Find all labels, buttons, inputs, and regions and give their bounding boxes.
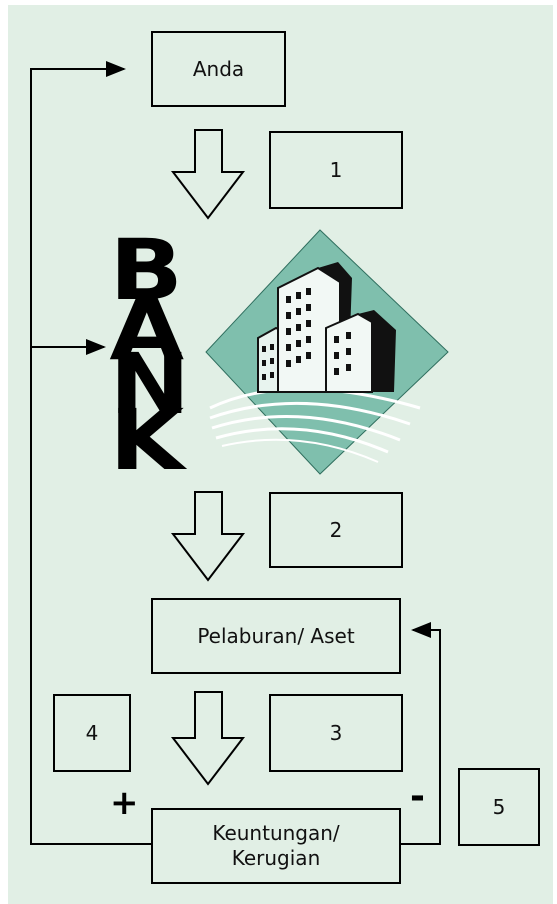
bank-letter-b: B (109, 221, 183, 319)
keuntungan-label: Keuntungan/ (212, 821, 340, 845)
feedback-loop-left (30, 61, 152, 845)
step-3-label: 3 (329, 720, 343, 745)
down-arrow-icon (170, 691, 246, 786)
anda-label: Anda (192, 56, 245, 81)
step-1-label: 1 (329, 157, 343, 182)
kerugian-label: Kerugian (231, 846, 321, 870)
keuntungan-kerugian-box: Keuntungan/ Kerugian (151, 808, 401, 884)
bank-letter-k: K (109, 391, 185, 489)
bank-letter-n: N (109, 335, 191, 433)
step-5-box: 5 (458, 768, 540, 846)
bank-letter-a: A (109, 281, 185, 379)
step-4-label: 4 (85, 720, 99, 745)
pelaburan-aset-label: Pelaburan/ Aset (197, 623, 355, 648)
minus-sign: - (410, 776, 425, 817)
down-arrow-icon (170, 129, 246, 220)
feedback-loop-right (400, 622, 441, 845)
step-2-box: 2 (269, 492, 403, 568)
step-3-box: 3 (269, 694, 403, 772)
step-1-box: 1 (269, 131, 403, 209)
step-4-box: 4 (53, 694, 131, 772)
step-2-label: 2 (329, 517, 343, 542)
plus-sign: + (110, 783, 139, 823)
pelaburan-aset-box: Pelaburan/ Aset (151, 598, 401, 674)
step-5-label: 5 (492, 794, 506, 819)
anda-box: Anda (151, 31, 286, 107)
bank-building-logo-icon (205, 229, 449, 475)
down-arrow-icon (170, 491, 246, 582)
